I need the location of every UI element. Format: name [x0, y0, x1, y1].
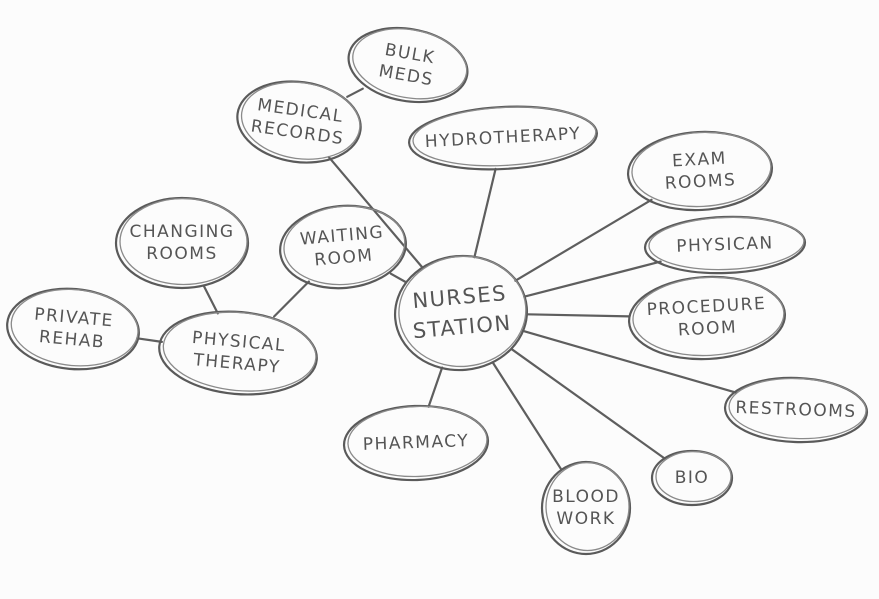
- edge-nurses-station-to-waiting-room: [389, 272, 407, 284]
- node-label: ROOMS: [664, 170, 736, 194]
- node-restrooms: RESTROOMS: [723, 376, 869, 444]
- node-outline: [626, 130, 774, 212]
- node-outline-sketch: [631, 131, 772, 208]
- node-outline-sketch: [162, 311, 317, 392]
- edge-nurses-station-to-exam-rooms: [514, 198, 653, 282]
- node-outline-sketch: [398, 255, 527, 368]
- node-outline: [6, 287, 140, 371]
- node-label: REHAB: [38, 327, 106, 353]
- node-outline-sketch: [347, 405, 488, 478]
- node-label: CHANGING: [129, 222, 234, 242]
- node-outline-sketch: [283, 205, 406, 286]
- node-label: ROOM: [677, 317, 737, 340]
- node-outline-sketch: [648, 216, 805, 271]
- edge-nurses-station-to-procedure-room: [525, 313, 631, 318]
- node-label: RESTROOMS: [735, 398, 857, 422]
- edge-waiting-room-to-physical-therapy: [273, 280, 310, 318]
- edge-nurses-station-to-hydrotherapy: [473, 167, 497, 259]
- node-outline-sketch: [10, 288, 139, 367]
- node-outline-sketch: [352, 28, 468, 100]
- node-outline: [347, 26, 469, 104]
- node-label: EXAM: [672, 149, 728, 172]
- node-bio: BIO: [650, 449, 734, 507]
- node-outline-sketch: [545, 461, 630, 552]
- edge-nurses-station-to-blood-work: [491, 361, 563, 471]
- node-outline-sketch: [240, 81, 361, 160]
- node-label: BLOOD: [552, 487, 620, 507]
- node-outline-sketch: [655, 450, 732, 503]
- node-label: BIO: [675, 468, 710, 488]
- node-hydrotherapy: HYDROTHERAPY: [408, 105, 598, 171]
- node-physican: PHYSICAN: [643, 215, 807, 275]
- node-label: PROCEDURE: [646, 294, 767, 320]
- node-label: NURSES: [411, 281, 507, 313]
- node-label: ROOM: [314, 245, 375, 270]
- node-outline: [158, 310, 318, 396]
- edge-physical-therapy-to-changing-rooms: [202, 284, 219, 315]
- edge-nurses-station-to-restrooms: [522, 330, 738, 394]
- edge-nurses-station-to-bio: [510, 348, 666, 460]
- node-label: STATION: [412, 311, 513, 344]
- node-label: ROOMS: [146, 244, 218, 264]
- node-pharmacy: PHARMACY: [342, 404, 490, 482]
- node-outline: [279, 204, 407, 290]
- node-label: PHARMACY: [362, 431, 469, 455]
- node-outline-sketch: [632, 276, 785, 357]
- node-label: HYDROTHERAPY: [424, 124, 581, 152]
- node-label: WORK: [556, 509, 615, 529]
- node-outline-sketch: [119, 197, 248, 286]
- edge-nurses-station-to-physican: [523, 260, 662, 298]
- edge-physical-therapy-to-private-rehab: [136, 337, 163, 343]
- edge-nurses-station-to-pharmacy: [427, 366, 444, 408]
- edge-medical-records-to-bulk-meds: [346, 87, 364, 98]
- node-label: PHYSICAN: [676, 233, 774, 256]
- node-outline-sketch: [412, 106, 597, 167]
